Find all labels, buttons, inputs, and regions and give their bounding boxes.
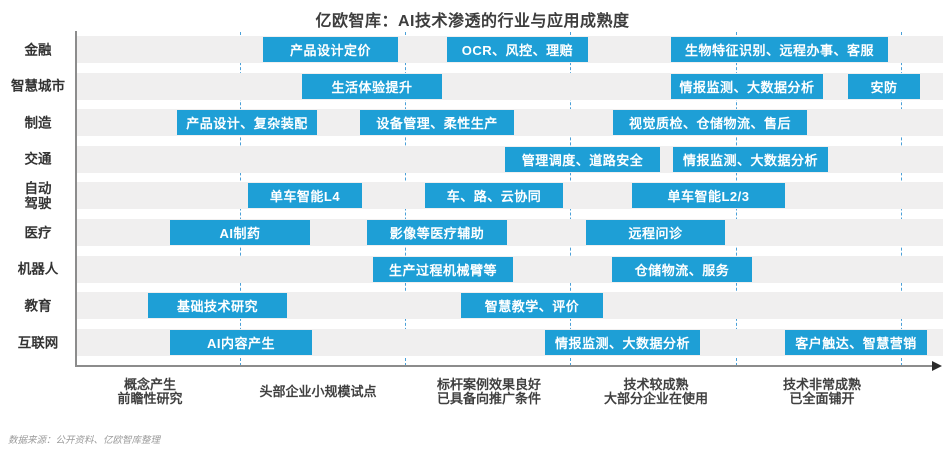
application-bar: 情报监测、大数据分析 <box>673 146 828 172</box>
stage-label-line: 已具备向推广条件 <box>436 391 541 406</box>
x-axis-arrow-icon <box>932 361 942 371</box>
industry-label: 教育 <box>2 298 74 313</box>
stage-label: 技术较成熟大部分企业在使用 <box>561 377 751 407</box>
application-bar: 视觉质检、仓储物流、售后 <box>613 110 807 135</box>
industry-label: 金融 <box>2 42 74 57</box>
stage-label-line: 技术非常成熟 <box>782 376 861 392</box>
application-bar: 单车智能L2/3 <box>632 183 785 208</box>
stage-label-line: 技术较成熟 <box>623 376 689 392</box>
application-bar: 产品设计定价 <box>263 37 398 62</box>
industry-label-line: 智慧城市 <box>11 78 65 94</box>
y-axis-line <box>75 31 77 367</box>
industry-label: 互联网 <box>2 335 74 350</box>
application-bar: 安防 <box>848 73 920 99</box>
application-bar: 远程问诊 <box>586 220 725 245</box>
industry-label: 医疗 <box>2 225 74 240</box>
application-bar: 智慧教学、评价 <box>461 293 603 318</box>
application-bar: 情报监测、大数据分析 <box>545 330 700 355</box>
application-bar: 生物特征识别、远程办事、客服 <box>671 37 888 62</box>
stage-label: 技术非常成熟已全面铺开 <box>727 377 917 407</box>
stage-label: 概念产生前瞻性研究 <box>55 377 245 407</box>
application-bar: 情报监测、大数据分析 <box>671 73 823 99</box>
industry-label: 智慧城市 <box>2 79 74 94</box>
stage-label-line: 已全面铺开 <box>789 391 855 406</box>
industry-label-line: 机器人 <box>17 261 59 277</box>
stage-label-line: 标杆案例效果良好 <box>436 376 541 392</box>
stage-label-line: 概念产生 <box>123 376 176 392</box>
application-bar: 基础技术研究 <box>148 293 287 318</box>
application-bar: 管理调度、道路安全 <box>505 146 660 172</box>
application-bar: 产品设计、复杂装配 <box>177 110 317 135</box>
stage-label: 标杆案例效果良好已具备向推广条件 <box>394 377 584 407</box>
industry-label-line: 驾驶 <box>24 195 52 211</box>
application-bar: 设备管理、柔性生产 <box>360 110 514 135</box>
application-bar: AI内容产生 <box>170 330 312 355</box>
industry-label-line: 交通 <box>24 151 52 167</box>
industry-label: 交通 <box>2 152 74 167</box>
application-bar: 生活体验提升 <box>302 73 442 99</box>
application-bar: AI制药 <box>170 220 310 245</box>
application-bar: 单车智能L4 <box>248 183 362 208</box>
application-bar: 仓储物流、服务 <box>612 256 752 282</box>
stage-label-line: 前瞻性研究 <box>117 391 183 406</box>
industry-label-line: 自动 <box>24 180 52 196</box>
stage-label-line: 大部分企业在使用 <box>603 391 708 406</box>
industry-label-line: 医疗 <box>24 225 52 240</box>
industry-label-line: 金融 <box>24 42 52 57</box>
industry-label: 机器人 <box>2 262 74 277</box>
chart-title: 亿欧智库：AI技术渗透的行业与应用成熟度 <box>315 13 630 30</box>
industry-label-line: 教育 <box>24 298 52 313</box>
application-bar: OCR、风控、理赔 <box>447 37 588 62</box>
industry-label: 制造 <box>2 115 74 130</box>
application-bar: 影像等医疗辅助 <box>367 220 507 245</box>
x-axis-line <box>75 365 935 367</box>
application-bar: 生产过程机械臂等 <box>373 256 513 282</box>
stage-label: 头部企业小规模试点 <box>223 377 413 407</box>
stage-label-line: 头部企业小规模试点 <box>259 383 377 399</box>
application-bar: 客户触达、智慧营销 <box>785 330 927 355</box>
industry-label-line: 互联网 <box>17 335 59 350</box>
industry-label-line: 制造 <box>24 115 52 130</box>
industry-label: 自动驾驶 <box>2 181 74 211</box>
data-source-note: 数据来源：公开资料、亿欧智库整理 <box>8 435 161 446</box>
application-bar: 车、路、云协同 <box>425 183 563 208</box>
